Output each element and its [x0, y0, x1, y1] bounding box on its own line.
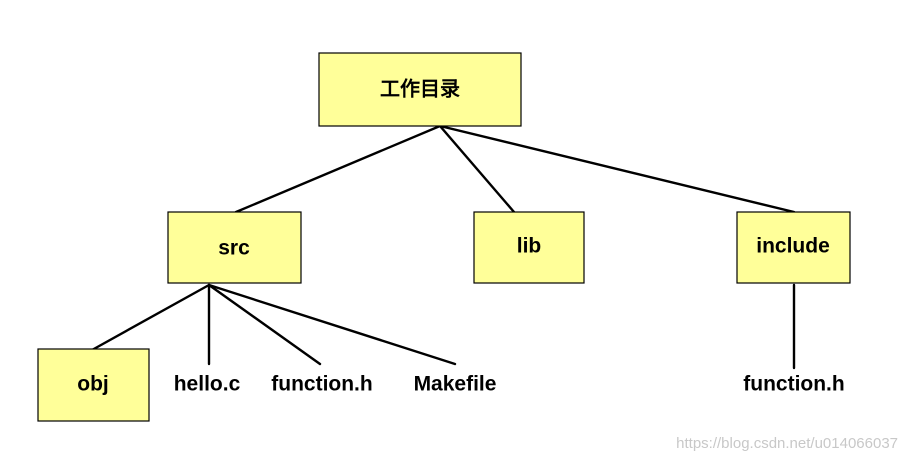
file-src-function-h: function.h: [271, 373, 372, 396]
node-lib: lib: [473, 211, 585, 284]
src-file-list: hello.c function.h Makefile: [174, 373, 497, 396]
node-root-label: 工作目录: [380, 77, 460, 101]
node-include: include: [736, 211, 851, 284]
node-src-label: src: [218, 237, 250, 260]
node-src-box: [167, 211, 302, 284]
edge-src-function-h: [207, 283, 322, 366]
edge-src-obj: [90, 283, 211, 352]
node-root: 工作目录: [318, 52, 522, 127]
file-makefile: Makefile: [414, 373, 497, 396]
node-obj-box: [37, 348, 150, 422]
node-root-box: [318, 52, 522, 127]
node-obj-label: obj: [77, 373, 109, 396]
node-src: src: [167, 211, 302, 284]
tree-edges: [90, 124, 796, 370]
edge-src-makefile: [207, 283, 457, 366]
watermark-url: https://blog.csdn.net/u014066037: [676, 435, 898, 452]
file-hello-c: hello.c: [174, 373, 241, 396]
edge-root-src: [234, 124, 442, 214]
node-obj: obj: [37, 348, 150, 422]
node-lib-label: lib: [517, 235, 542, 258]
node-lib-box: [473, 211, 585, 284]
include-file-list: function.h: [743, 373, 844, 396]
node-include-box: [736, 211, 851, 284]
edge-root-lib: [438, 124, 516, 214]
file-include-function-h: function.h: [743, 373, 844, 396]
edge-root-include: [438, 124, 796, 214]
node-include-label: include: [756, 235, 830, 258]
